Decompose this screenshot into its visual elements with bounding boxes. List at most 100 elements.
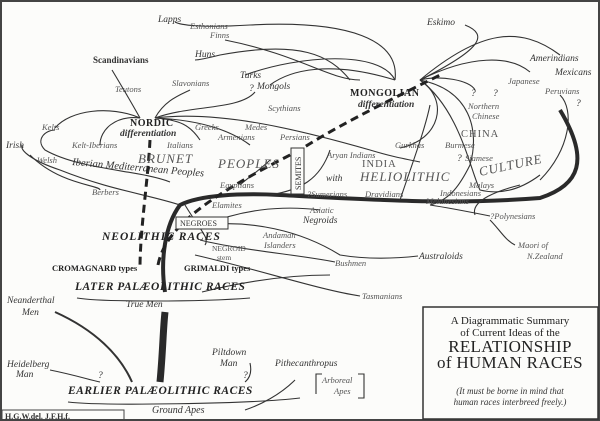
title-line-1: A Diagrammatic Summary	[451, 315, 570, 327]
label-armenians: Armenians	[217, 132, 256, 142]
neolithic-label: NEOLITHIC RACES	[101, 231, 221, 243]
label-maori-2: N.Zealand	[526, 251, 563, 261]
label-question-chinese-2: ?	[493, 89, 498, 99]
label-with: with	[326, 174, 343, 184]
label-northern-chinese-2: Chinese	[472, 111, 500, 121]
label-neanderthal-1: Neanderthal	[6, 296, 55, 306]
label-peruvians: Peruvians	[544, 86, 580, 96]
label-irish: Irish	[5, 141, 24, 151]
label-melanesians: Melanesians	[425, 196, 470, 206]
label-negroid-stem-2: stem	[217, 253, 231, 262]
label-greeks: Greeks	[195, 122, 219, 132]
label-aryan-indians: Aryan Indians	[326, 150, 376, 160]
label-slavonians: Slavonians	[172, 78, 210, 88]
label-question-peruvians: ?	[576, 99, 581, 109]
label-australoids: Australoids	[418, 252, 463, 262]
nordic-dashed-line	[138, 139, 152, 269]
label-negroid-stem-1: NEGROID	[212, 244, 246, 253]
label-brunet: BRUNET	[138, 151, 193, 166]
label-teutons: Teutons	[115, 84, 142, 94]
label-grimaldi: GRIMALDI types	[184, 263, 251, 273]
label-italians: Italians	[166, 140, 194, 150]
label-mongols: Mongols	[256, 82, 291, 92]
label-mongolian: MONGOLIAN	[350, 88, 420, 99]
label-kelts: Kelts	[41, 122, 60, 132]
label-siamese: Siamese	[465, 153, 493, 163]
labels: Lapps Esthonians Finns Huns Turks ? Scan…	[5, 15, 592, 381]
label-gurkhas: Gurkhas	[395, 140, 425, 150]
label-pithecanthropus: Pithecanthropus	[274, 359, 338, 369]
label-semites: SEMITES	[294, 157, 303, 190]
title-note-2: human races interbreed freely.)	[454, 397, 567, 407]
label-scythians: Scythians	[268, 103, 301, 113]
label-mexicans: Mexicans	[554, 68, 592, 78]
label-negroes: NEGROES	[180, 219, 217, 228]
label-question-piltdown: ?	[243, 371, 248, 381]
label-question-turks: ?	[249, 84, 254, 94]
title-note-1: (It must be borne in mind that	[456, 386, 564, 396]
label-malays: Malays	[468, 180, 495, 190]
label-question-heidelberg: ?	[98, 371, 103, 381]
label-china: CHINA	[461, 129, 499, 140]
label-maori-1: Maori of	[517, 240, 550, 250]
label-mongolian-differentiation: differentiation	[358, 100, 414, 110]
label-elamites: Elamites	[211, 200, 242, 210]
label-medes: Medes	[244, 122, 268, 132]
earlier-palaeolithic-label: EARLIER PALÆOLITHIC RACES	[67, 385, 253, 397]
label-esthonians: Esthonians	[189, 21, 228, 31]
label-piltdown-1: Piltdown	[211, 348, 247, 358]
label-amerindians: Amerindians	[529, 54, 579, 64]
label-nordic-differentiation: differentiation	[120, 129, 176, 139]
negroes-box: NEGROES	[175, 216, 229, 230]
signature: H.G.W.del. J.F.H.f.	[5, 412, 70, 421]
label-lapps: Lapps	[157, 15, 182, 25]
label-bushmen: Bushmen	[335, 258, 366, 268]
label-scandinavians: Scandinavians	[93, 55, 149, 65]
label-huns: Huns	[194, 50, 215, 60]
label-question-chinese-1: ?	[471, 89, 476, 99]
label-dravidians: Dravidians	[364, 189, 404, 199]
label-welsh: Welsh	[37, 155, 57, 165]
label-finns: Finns	[209, 30, 230, 40]
label-berbers: Berbers	[92, 187, 120, 197]
title-line-2: of Current Ideas of the	[460, 327, 560, 339]
label-question-siamese: ?	[457, 154, 462, 164]
tree-lines	[21, 21, 580, 411]
label-persians: Persians	[279, 132, 310, 142]
label-peoples: PEOPLES	[217, 156, 280, 171]
signature-box: H.G.W.del. J.F.H.f.	[1, 409, 125, 421]
label-burmese: Burmese	[445, 140, 475, 150]
label-neanderthal-2: Men	[21, 308, 39, 318]
label-piltdown-2: Man	[219, 359, 238, 369]
later-palaeolithic-label: LATER PALÆOLITHIC RACES	[74, 281, 245, 293]
label-japanese: Japanese	[508, 76, 540, 86]
label-asiatic-negroids-1: Asiatic	[309, 205, 334, 215]
label-heidelberg-1: Heidelberg	[6, 360, 50, 370]
label-egyptians: Egyptians	[219, 180, 255, 190]
arboreal-apes-label-1: Arboreal	[321, 375, 353, 385]
label-andaman-1: Andaman	[262, 230, 296, 240]
label-indonesians: Indonesians	[439, 188, 482, 198]
label-asiatic-negroids-2: Negroids	[302, 216, 338, 226]
title-line-4: of HUMAN RACES	[437, 353, 583, 372]
arboreal-apes-label-2: Apes	[333, 386, 351, 396]
label-india: INDIA	[362, 159, 397, 170]
title-box: A Diagrammatic Summary of Current Ideas …	[422, 306, 599, 420]
semites-box: SEMITES	[290, 147, 305, 195]
label-heliolithic: HELIOLITHIC	[359, 169, 450, 184]
label-heidelberg-2: Man	[15, 370, 34, 380]
label-sumerians: ?Sumerians	[307, 189, 348, 199]
label-nordic: NORDIC	[130, 118, 174, 129]
label-northern-chinese-1: Northern	[467, 101, 499, 111]
label-kelt-iberians: Kelt-Iberians	[71, 140, 118, 150]
label-cromagnard: CROMAGNARD types	[52, 263, 138, 273]
ground-apes-label: Ground Apes	[152, 405, 205, 416]
title-line-3: RELATIONSHIP	[448, 337, 572, 356]
label-tasmanians: Tasmanians	[362, 291, 403, 301]
true-men-label: True Men	[126, 300, 163, 310]
arboreal-bracket	[315, 373, 365, 399]
label-andaman-2: Islanders	[263, 240, 296, 250]
